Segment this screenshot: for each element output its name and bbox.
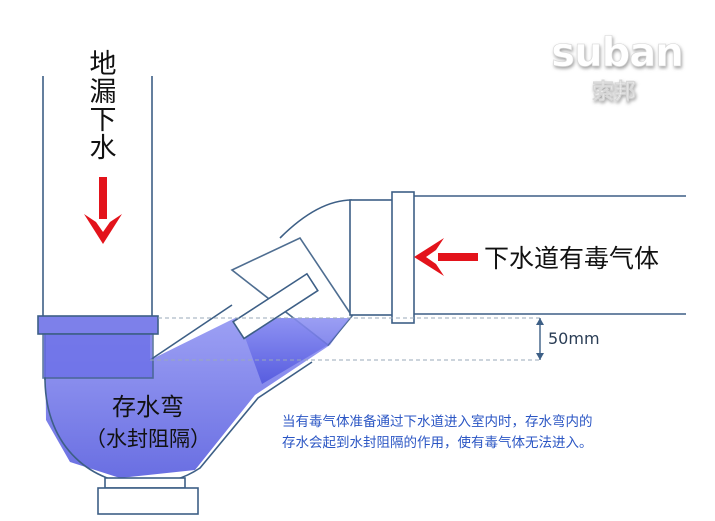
left-arrow-icon <box>414 238 478 276</box>
horizontal-sewer-pipe <box>349 191 686 324</box>
diagonal-pipe <box>230 199 353 384</box>
explanation-note: 当有毒气体准备通过下水道进入室内时，存水弯内的 存水会起到水封阻隔的作用，使有毒… <box>282 413 593 451</box>
floor-drain-char-1: 地 <box>90 49 117 80</box>
water-level-guides <box>150 317 540 361</box>
dimension-label: 50mm <box>548 329 600 348</box>
floor-drain-label: 地 漏 下 水 <box>90 49 117 164</box>
trap-inlet-collar <box>37 315 159 379</box>
sewer-gas-label: 下水道有毒气体 <box>484 244 659 273</box>
floor-drain-char-4: 水 <box>90 133 117 164</box>
logo-subtitle: 索邦 <box>592 80 636 105</box>
note-line-1: 当有毒气体准备通过下水道进入室内时，存水弯内的 <box>282 413 593 430</box>
diagonal-ring <box>232 272 319 340</box>
floor-drain-char-3: 下 <box>90 105 117 136</box>
cleanout-cap <box>97 477 199 515</box>
trap-subtitle: （水封阻隔） <box>85 427 211 451</box>
trap-title: 存水弯 <box>112 393 184 421</box>
dimension-marker <box>536 318 544 360</box>
logo-wordmark: suban <box>551 30 682 76</box>
floor-drain-char-2: 漏 <box>90 77 117 108</box>
down-arrow-icon <box>84 177 122 244</box>
suban-logo: suban 索邦 <box>551 30 684 106</box>
vertical-drain-pipe <box>42 76 153 316</box>
note-line-2: 存水会起到水封阻隔的作用，使有毒气体无法进入。 <box>282 434 593 451</box>
